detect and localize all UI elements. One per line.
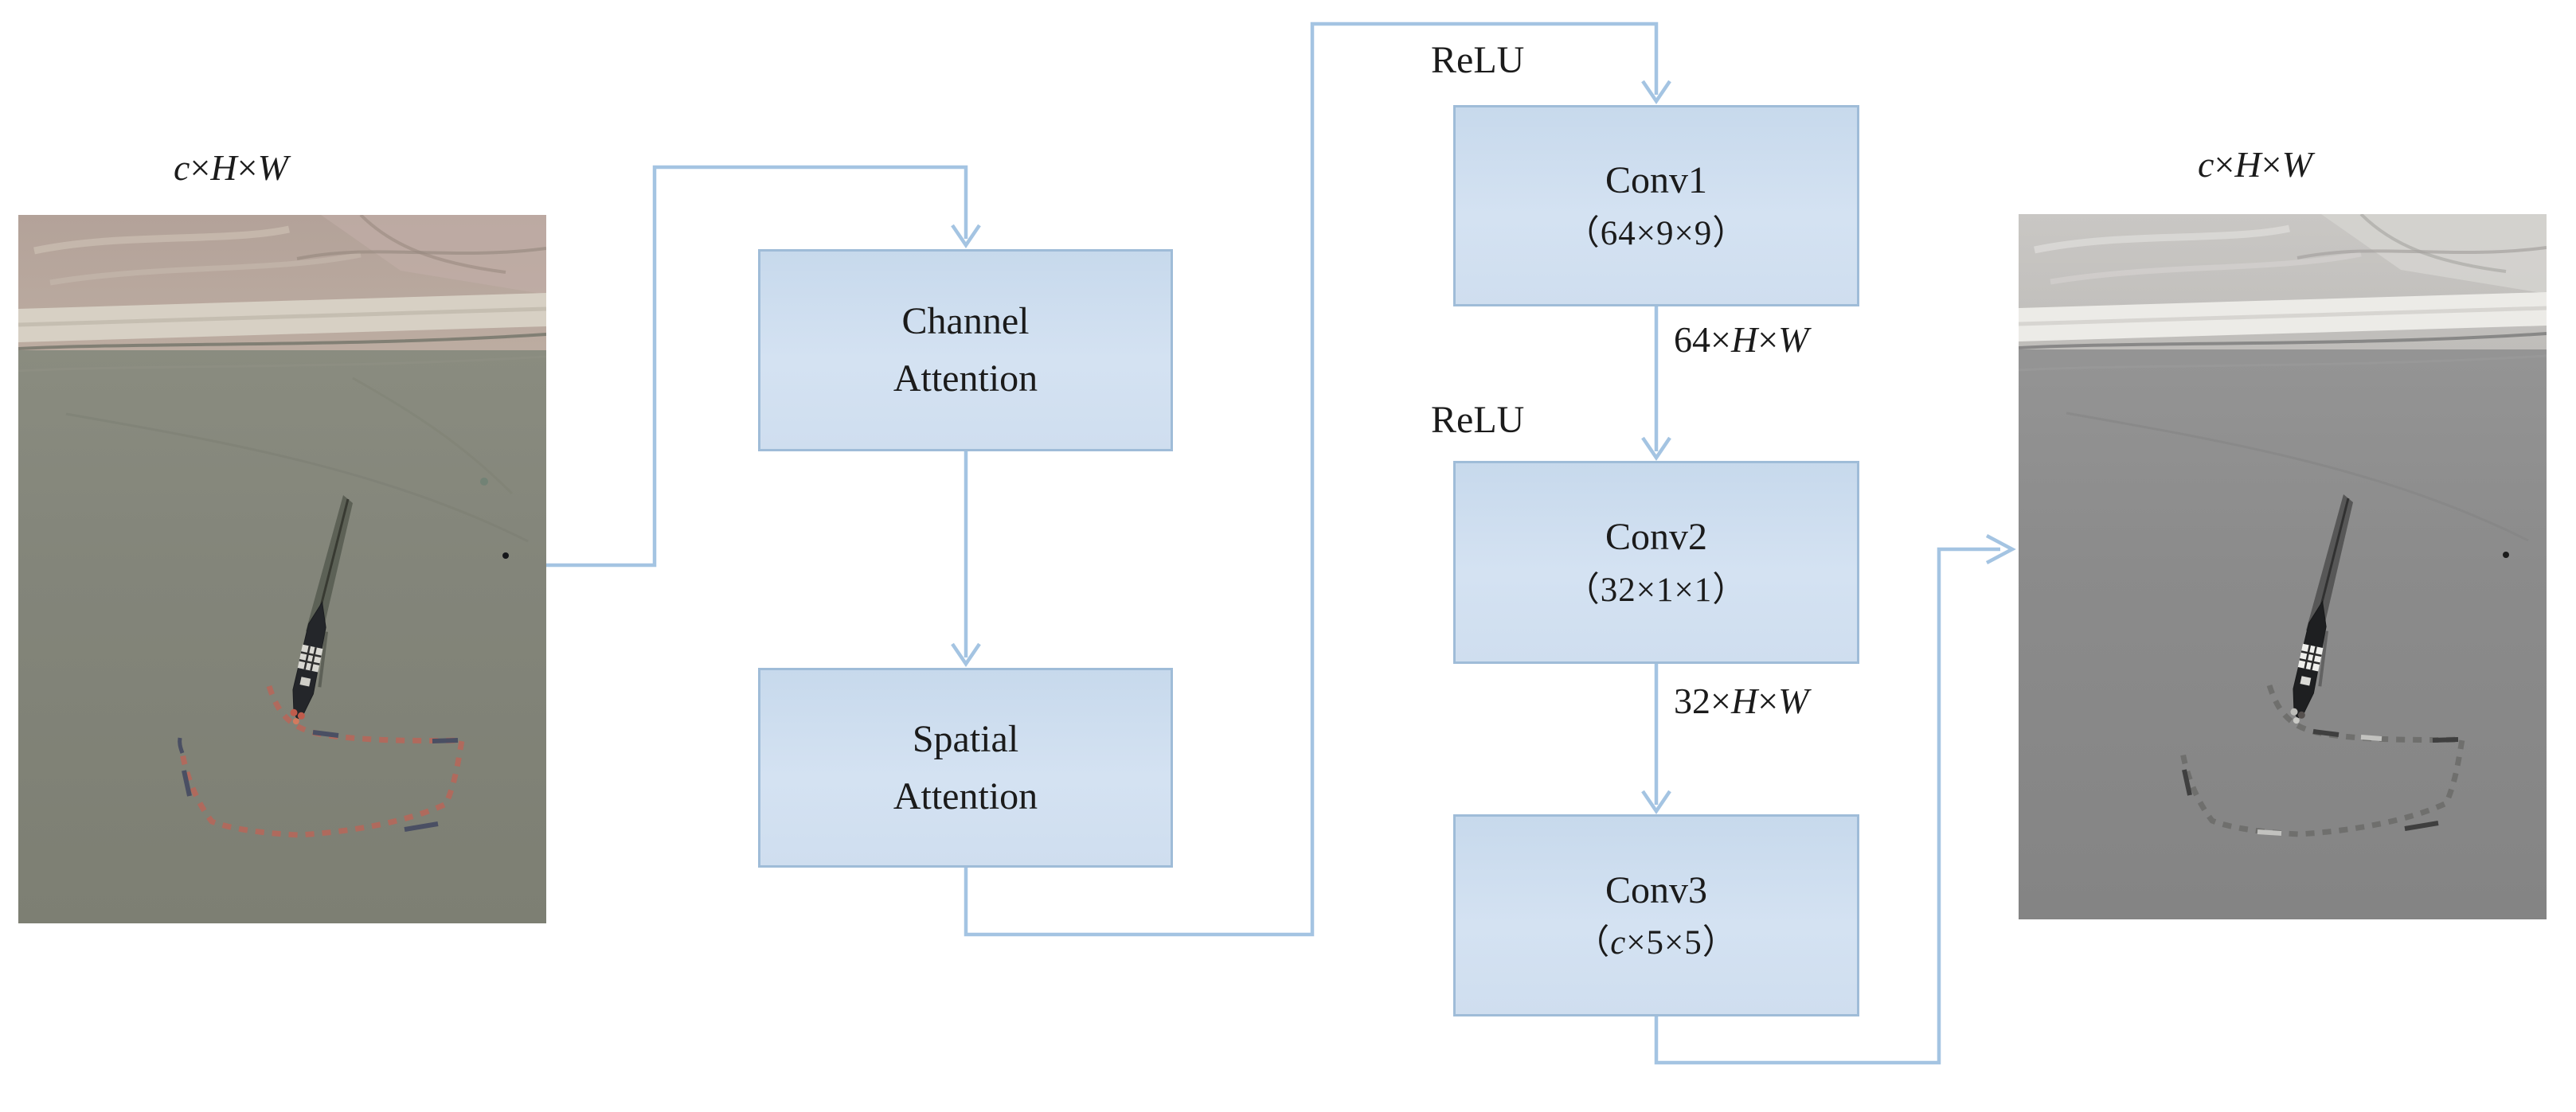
- spatial-attention-box: Spatial Attention: [758, 668, 1173, 868]
- connector-conv3-to-output: [1654, 547, 2000, 1065]
- buoy-line-tail: [178, 737, 185, 754]
- small-object-dot: [502, 552, 509, 559]
- output-dim-label: c×H×W: [2198, 144, 2312, 185]
- buoy-line-dark-segments: [182, 730, 459, 832]
- conv2-name: Conv2: [1605, 516, 1707, 559]
- buoy-line-light-segments: [2257, 735, 2383, 836]
- relu1-label: ReLU: [1431, 39, 1525, 81]
- connector-spatial-to-conv1: [964, 21, 1659, 937]
- water-crease: [2066, 412, 2529, 542]
- shore-highland: [2321, 214, 2547, 294]
- shore-streak: [49, 252, 362, 286]
- arrowhead-down-icon: [951, 224, 981, 249]
- shore-crease: [2359, 214, 2507, 273]
- arrowhead-down-icon: [1641, 80, 1671, 105]
- water-speck: [480, 478, 488, 486]
- arrowhead-down-icon: [1641, 790, 1671, 815]
- beach-strip-line: [18, 306, 546, 327]
- channel-attention-box: Channel Attention: [758, 249, 1173, 451]
- waterline-faint: [2019, 354, 2547, 372]
- shore-streak: [2034, 224, 2290, 254]
- waterline: [18, 333, 546, 350]
- spatial-attention-label-line1: Spatial: [912, 717, 1019, 760]
- shore-crease: [296, 247, 546, 260]
- shore-streak: [33, 225, 290, 255]
- arrowhead-down-icon: [951, 642, 981, 668]
- boat: [290, 601, 329, 725]
- conv2-output-dim-label: 32×H×W: [1674, 681, 1809, 721]
- conv2-box: Conv2 （32×1×1）: [1453, 461, 1859, 664]
- waterline: [2019, 332, 2547, 349]
- shore-highland: [321, 215, 546, 295]
- small-object-dot: [2503, 552, 2509, 558]
- conv1-output-dim-label: 64×H×W: [1674, 319, 1809, 360]
- water-crease: [352, 377, 514, 495]
- output-aerial-photo: [2019, 214, 2547, 919]
- shore-crease: [359, 215, 506, 274]
- conv3-name: Conv3: [1605, 868, 1707, 911]
- shore-streak: [2050, 251, 2362, 285]
- waterline-faint: [18, 355, 546, 373]
- spatial-attention-label-line2: Attention: [893, 774, 1038, 817]
- shore-crease: [2297, 246, 2547, 259]
- conv3-box: Conv3 （c×5×5）: [1453, 814, 1859, 1016]
- input-aerial-photo: [18, 215, 546, 923]
- conv1-box: Conv1 （64×9×9）: [1453, 105, 1859, 306]
- beach-strip-line: [2019, 306, 2547, 326]
- channel-attention-label-line2: Attention: [893, 357, 1038, 400]
- channel-attention-label-line1: Channel: [901, 300, 1030, 342]
- connector-input-to-channel: [546, 165, 968, 568]
- conv1-name: Conv1: [1605, 159, 1707, 202]
- boat: [2290, 600, 2329, 724]
- relu2-label: ReLU: [1431, 399, 1525, 441]
- conv2-kernel-dims: （32×1×1）: [1565, 571, 1748, 609]
- buoy-line-dark-segments: [2182, 729, 2459, 831]
- conv3-kernel-dims: （c×5×5）: [1575, 924, 1738, 962]
- input-dim-label: c×H×W: [174, 147, 288, 188]
- arrowhead-right-icon: [1985, 534, 2016, 564]
- arrowhead-down-icon: [1641, 436, 1671, 462]
- water-crease: [65, 412, 529, 543]
- conv1-kernel-dims: （64×9×9）: [1565, 214, 1748, 252]
